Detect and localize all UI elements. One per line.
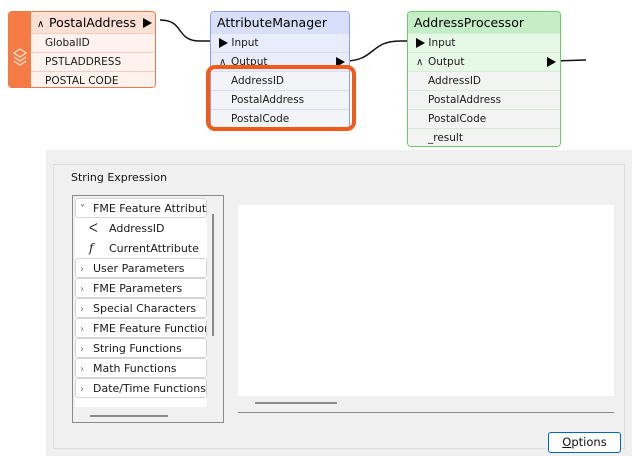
attribute-row: AddressID (408, 71, 560, 90)
output-port[interactable]: ∧Output (408, 52, 560, 71)
node-header[interactable]: ∧ PostalAddress (31, 12, 155, 33)
chevron-right-icon: › (80, 384, 84, 395)
string-expression-panel: String Expression ˅FME Feature Attribute… (46, 150, 632, 456)
input-port[interactable]: Input (211, 33, 349, 52)
chevron-right-icon: › (80, 264, 84, 275)
tree-section-datetime-functions[interactable]: ›Date/Time Functions (75, 378, 207, 398)
attribute-row: PostalAddress (408, 90, 560, 109)
expression-editor[interactable] (238, 205, 614, 413)
input-port[interactable]: Input (408, 33, 560, 52)
group-title: String Expression (68, 171, 171, 184)
node-title: AddressProcessor (408, 12, 560, 33)
input-port-icon (219, 38, 228, 48)
chevron-right-icon: › (80, 284, 84, 295)
tree-horizontal-scrollbar[interactable] (90, 415, 168, 417)
tree-section-fme-feature-function[interactable]: ›FME Feature Function (75, 318, 207, 338)
collapse-caret-icon[interactable]: ∧ (219, 57, 227, 68)
tree-section-fme-feature-attribute[interactable]: ˅FME Feature Attribute (75, 198, 207, 218)
collapse-caret-icon[interactable]: ∧ (416, 57, 424, 68)
chevron-right-icon: › (80, 344, 84, 355)
output-port-icon[interactable] (143, 18, 152, 28)
node-title: AttributeManager (211, 12, 349, 33)
function-icon: f (89, 241, 94, 255)
node-title: PostalAddress (49, 15, 137, 30)
editor-scroll-track (238, 396, 614, 412)
attribute-row: AddressID (211, 71, 349, 90)
attribute-row: PSTLADDRESS (31, 52, 155, 71)
chevron-right-icon: › (80, 364, 84, 375)
tree-section-string-functions[interactable]: ›String Functions (75, 338, 207, 358)
chevron-right-icon: › (80, 324, 84, 335)
editor-horizontal-scrollbar[interactable] (255, 402, 337, 404)
attribute-row: GlobalID (31, 33, 155, 52)
tree-section-special-characters[interactable]: ›Special Characters (75, 298, 207, 318)
attribute-row: PostalAddress (211, 90, 349, 109)
collapse-caret-icon[interactable]: ∧ (37, 19, 45, 30)
tree-section-fme-parameters[interactable]: ›FME Parameters (75, 278, 207, 298)
output-port-icon[interactable] (547, 57, 556, 67)
node-attribute-manager[interactable]: AttributeManager Input ∧Output AddressID… (210, 11, 350, 129)
attribute-row: PostalCode (408, 109, 560, 128)
tree-vertical-scrollbar[interactable] (212, 214, 214, 336)
chevron-down-icon: ˅ (80, 204, 85, 215)
input-port-icon (416, 38, 425, 48)
attribute-row: PostalCode (211, 109, 349, 128)
layers-icon (12, 48, 28, 66)
attribute-row: _result (408, 128, 560, 146)
attribute-row: POSTAL CODE (31, 71, 155, 87)
options-button[interactable]: Options (548, 432, 621, 453)
attribute-icon: ᐸ (89, 221, 98, 235)
output-port-icon[interactable] (336, 57, 345, 67)
string-expression-group: String Expression ˅FME Feature Attribute… (53, 164, 625, 453)
node-address-processor[interactable]: AddressProcessor Input ∧Output AddressID… (407, 11, 561, 147)
editor-text[interactable] (242, 209, 610, 389)
reader-side-bar (9, 12, 31, 87)
tree-section-user-parameters[interactable]: ›User Parameters (75, 258, 207, 278)
output-port[interactable]: ∧Output (211, 52, 349, 71)
node-postal-address[interactable]: ∧ PostalAddress GlobalID PSTLADDRESS POST… (8, 11, 156, 88)
tree-section-math-functions[interactable]: ›Math Functions (75, 358, 207, 378)
chevron-right-icon: › (80, 304, 84, 315)
